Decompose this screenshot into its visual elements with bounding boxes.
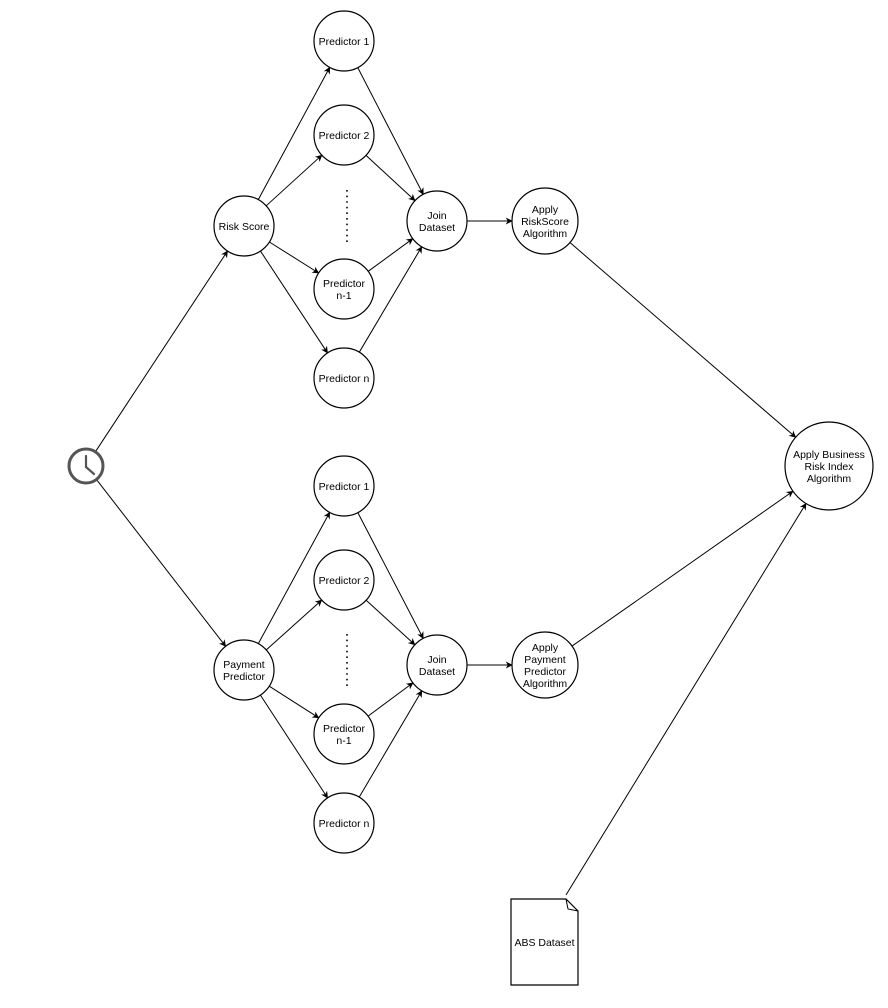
payment-predictor-circle: [213, 639, 275, 701]
edge-payment-predictor-to-bot-pred-n1: [268, 685, 320, 719]
node-bot-pred-n: Predictor n: [313, 792, 375, 854]
apply-payment-label: Algorithm: [523, 678, 568, 690]
risk-score-label: Risk Score: [219, 221, 270, 233]
edge-risk-score-to-top-pred-n: [260, 250, 328, 354]
apply-business-label: Apply Business: [793, 449, 865, 461]
edge-top-pred-2-to-join: [365, 155, 416, 202]
bot-pred-2-circle: [313, 549, 375, 611]
edge-risk-score-to-top-pred-n1: [269, 241, 320, 274]
top-pred-n-circle: [313, 347, 375, 409]
bot-join-label: Dataset: [419, 666, 455, 678]
edge-top-pred-1-to-join: [357, 67, 424, 195]
top-pred-n1-label: Predictor: [323, 278, 366, 290]
bot-pred-n1-label: Predictor: [323, 723, 366, 735]
top-pred-n1-label: n-1: [336, 290, 351, 302]
bot-pred-1-label: Predictor 1: [319, 481, 370, 493]
node-bot-pred-2: Predictor 2: [313, 549, 375, 611]
edge-payment-predictor-to-bot-pred-1: [257, 511, 331, 644]
payment-predictor-label: Predictor: [223, 671, 266, 683]
apply-riskscore-label: Algorithm: [523, 228, 568, 240]
edge-payment-predictor-to-bot-pred-2: [265, 599, 323, 651]
edge-apply-payment-to-apply-business: [571, 490, 794, 647]
apply-payment-label: Apply: [532, 642, 559, 654]
abs-dataset-fold: [565, 898, 579, 912]
top-pred-2-circle: [313, 104, 375, 166]
edge-bot-pred-2-to-join: [365, 599, 416, 646]
edges: [94, 66, 807, 896]
apply-business-circle: [784, 421, 874, 511]
clock-icon: [67, 447, 105, 485]
apply-business-label: Risk Index: [804, 461, 854, 473]
node-top-pred-1: Predictor 1: [313, 10, 375, 72]
node-top-pred-n: Predictor n: [313, 347, 375, 409]
edge-bot-pred-1-to-join: [357, 512, 424, 639]
apply-business-label: Algorithm: [807, 473, 852, 485]
edge-bot-pred-n-to-join: [358, 690, 423, 798]
apply-riskscore-label: RiskScore: [521, 216, 569, 228]
node-risk-score: Risk Score: [213, 195, 275, 257]
top-pred-n1-circle: [313, 258, 375, 320]
apply-riskscore-label: Apply: [532, 204, 559, 216]
bot-pred-n-circle: [313, 792, 375, 854]
edge-clock-to-payment-predictor: [96, 479, 227, 647]
top-pred-1-label: Predictor 1: [319, 36, 370, 48]
payment-predictor-label: Payment: [223, 659, 265, 671]
apply-payment-circle: [511, 631, 579, 699]
bot-pred-n1-circle: [313, 703, 375, 765]
top-join-circle: [406, 190, 468, 252]
edge-payment-predictor-to-bot-pred-n: [259, 694, 329, 799]
bot-pred-n-label: Predictor n: [319, 818, 370, 830]
apply-payment-label: Payment: [524, 654, 566, 666]
edge-clock-to-risk-score: [94, 250, 228, 453]
edge-apply-riskscore-to-apply-business: [569, 242, 797, 438]
node-bot-pred-1: Predictor 1: [313, 455, 375, 517]
node-top-pred-2: Predictor 2: [313, 104, 375, 166]
top-pred-2-label: Predictor 2: [319, 130, 370, 142]
top-pred-1-circle: [313, 10, 375, 72]
edge-risk-score-to-top-pred-1: [257, 66, 331, 200]
bot-join-label: Join: [427, 654, 446, 666]
bot-pred-1-circle: [313, 455, 375, 517]
top-pred-n-label: Predictor n: [319, 373, 370, 385]
apply-riskscore-circle: [511, 187, 579, 255]
apply-payment-label: Predictor: [524, 666, 567, 678]
bot-pred-n1-label: n-1: [336, 735, 351, 747]
edge-abs-dataset-to-apply-business: [565, 502, 807, 896]
edge-top-pred-n-to-join: [358, 246, 423, 353]
node-abs-dataset: ABS Dataset: [510, 898, 579, 986]
bot-join-circle: [406, 634, 468, 696]
bot-pred-2-label: Predictor 2: [319, 575, 370, 587]
abs-dataset-label: ABS Dataset: [514, 937, 574, 949]
edge-risk-score-to-top-pred-2: [265, 154, 323, 207]
top-join-label: Dataset: [419, 222, 455, 234]
risk-score-circle: [213, 195, 275, 257]
edge-bot-pred-n1-to-join: [367, 682, 414, 717]
top-join-label: Join: [427, 210, 446, 222]
abs-dataset-document-icon: [510, 898, 579, 986]
edge-top-pred-n1-to-join: [367, 238, 414, 272]
